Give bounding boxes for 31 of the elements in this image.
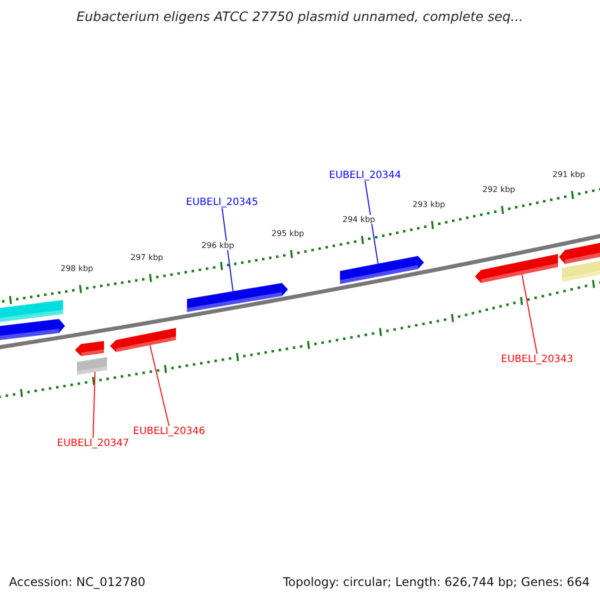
gene-feature <box>110 328 176 352</box>
gene-feature <box>475 254 558 283</box>
tick-label: 297 kbp <box>130 253 164 262</box>
gene-label: EUBELI_20343 <box>501 354 574 365</box>
leader-line <box>222 208 234 292</box>
tick-label: 291 kbp <box>552 170 586 179</box>
gene-feature <box>0 300 63 322</box>
tick-label: 293 kbp <box>412 200 446 209</box>
leader-line <box>92 372 96 438</box>
gene-label: EUBELI_20344 <box>329 170 402 181</box>
gene-label: EUBELI_20345 <box>186 197 258 208</box>
gene-feature <box>559 242 600 264</box>
gene-feature <box>340 256 424 284</box>
leader-line <box>364 180 378 264</box>
genome-info-text: Topology: circular; Length: 626,744 bp; Genes: 664 <box>283 575 590 589</box>
gene-feature <box>75 341 104 356</box>
tick-label: 298 kbp <box>60 264 94 273</box>
tick-label: 292 kbp <box>482 185 516 194</box>
gene-feature <box>562 260 600 282</box>
title: Eubacterium eligens ATCC 27750 plasmid unnamed, complete seq... <box>76 10 524 25</box>
tick-label: 295 kbp <box>272 229 304 238</box>
gene-feature <box>0 319 65 340</box>
tick-label: 296 kbp <box>202 241 234 250</box>
gene-feature <box>77 357 107 375</box>
gene-feature <box>187 283 288 312</box>
gene-label: EUBELI_20346 <box>133 426 206 437</box>
gene-label: EUBELI_20347 <box>57 438 130 449</box>
leader-line <box>150 344 170 426</box>
leader-line <box>522 274 538 354</box>
accession-text: Accession: NC_012780 <box>9 575 146 589</box>
tick-label: 294 kbp <box>342 215 376 224</box>
